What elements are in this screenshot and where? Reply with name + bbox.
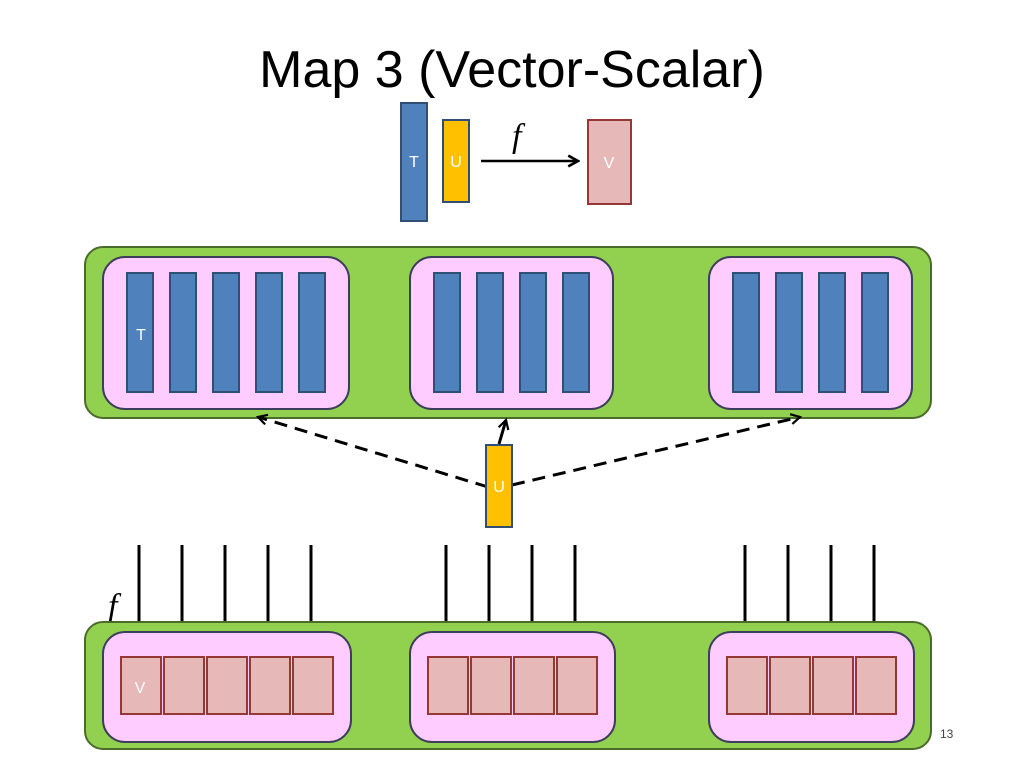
legend-u-bar xyxy=(442,119,470,203)
output-v-element xyxy=(556,656,598,715)
input-t-element xyxy=(861,272,889,393)
legend-u-label: U xyxy=(450,154,462,171)
input-t-element xyxy=(255,272,283,393)
broadcast-arrows xyxy=(258,417,800,489)
input-t-element xyxy=(433,272,461,393)
broadcast-arrow-right xyxy=(511,417,800,487)
input-first-element-label: T xyxy=(136,327,146,344)
broadcast-arrow-left xyxy=(258,417,489,489)
legend: T U f V xyxy=(400,102,632,222)
input-t-element xyxy=(818,272,846,393)
input-t-element xyxy=(519,272,547,393)
input-t-element xyxy=(126,272,154,393)
output-v-element xyxy=(769,656,811,715)
legend-v-label: V xyxy=(604,155,615,172)
output-v-element xyxy=(427,656,469,715)
input-group: T xyxy=(84,246,932,419)
output-v-element xyxy=(249,656,291,715)
output-v-element xyxy=(292,656,334,715)
output-function-label: f xyxy=(108,588,122,625)
output-v-element xyxy=(812,656,854,715)
output-v-element xyxy=(726,656,768,715)
input-t-element xyxy=(562,272,590,393)
input-t-element xyxy=(298,272,326,393)
legend-v-box xyxy=(587,119,632,205)
scalar-u-label: U xyxy=(493,479,505,496)
output-v-element xyxy=(163,656,205,715)
output-v-element xyxy=(206,656,248,715)
output-v-element xyxy=(513,656,555,715)
scalar: U xyxy=(485,444,513,528)
output-v-element xyxy=(855,656,897,715)
input-t-element xyxy=(476,272,504,393)
legend-function-label: f xyxy=(512,118,526,155)
input-t-element xyxy=(775,272,803,393)
legend-t-bar xyxy=(400,102,428,222)
broadcast-arrow-middle xyxy=(497,420,506,445)
output-v-element xyxy=(120,656,162,715)
input-t-element xyxy=(212,272,240,393)
page-number: 13 xyxy=(940,727,954,741)
input-t-element xyxy=(732,272,760,393)
legend-t-label: T xyxy=(409,154,419,171)
output-v-element xyxy=(470,656,512,715)
slide-title: Map 3 (Vector-Scalar) xyxy=(259,41,765,99)
output-first-element-label: V xyxy=(135,680,146,697)
input-t-element xyxy=(169,272,197,393)
scalar-u-bar xyxy=(485,444,513,528)
output-group: V xyxy=(84,621,932,750)
